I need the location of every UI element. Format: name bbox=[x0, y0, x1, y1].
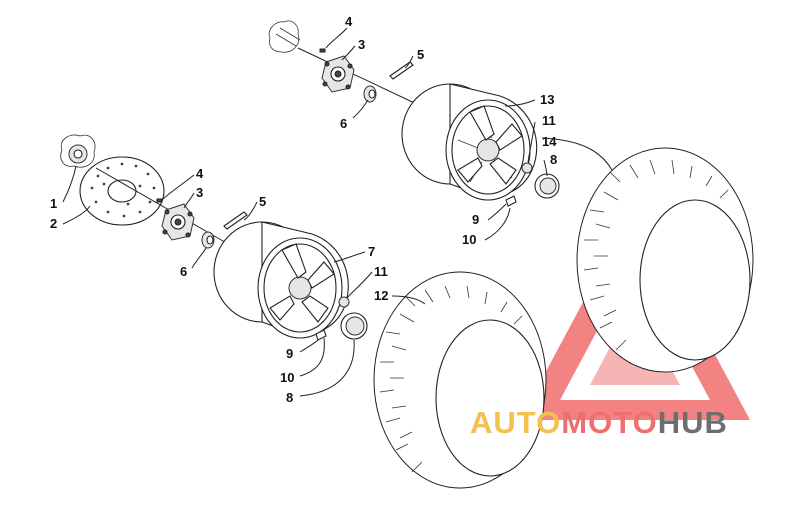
callout-1: 1 bbox=[50, 196, 57, 211]
front-axle-nut bbox=[201, 231, 215, 249]
front-lug-nut bbox=[338, 296, 350, 308]
rear-hub bbox=[321, 55, 355, 93]
callout-2: 2 bbox=[50, 216, 57, 231]
rear-cotter-pin bbox=[389, 61, 414, 80]
front-cotter-pin bbox=[223, 211, 248, 230]
rear-center-cap bbox=[534, 173, 560, 199]
watermark-text: AUTOMOTOHUB bbox=[470, 405, 728, 441]
watermark-hub: HUB bbox=[657, 405, 728, 440]
front-brake-bearing bbox=[60, 134, 96, 168]
front-brake-disc bbox=[79, 156, 165, 226]
callout-3: 3 bbox=[196, 185, 203, 200]
callout-14: 14 bbox=[542, 134, 557, 149]
rear-tire bbox=[576, 147, 754, 373]
front-tire bbox=[373, 271, 547, 489]
callout-12: 12 bbox=[374, 288, 388, 303]
callout-7: 7 bbox=[368, 244, 375, 259]
callout-13: 13 bbox=[540, 92, 554, 107]
rear-axle-nut bbox=[363, 85, 377, 103]
callout-labels: 4 3 5 6 13 11 14 8 9 10 1 2 4 3 5 6 7 11… bbox=[50, 14, 557, 405]
front-wheel-rim bbox=[213, 221, 349, 339]
callout-4: 4 bbox=[196, 166, 204, 181]
callout-10: 10 bbox=[462, 232, 476, 247]
callout-6: 6 bbox=[180, 264, 187, 279]
callout-4: 4 bbox=[345, 14, 353, 29]
callout-10: 10 bbox=[280, 370, 294, 385]
rear-wheel-rim bbox=[401, 83, 538, 201]
rear-hub-stud bbox=[319, 48, 326, 53]
watermark-moto: MOTO bbox=[561, 405, 658, 440]
callout-5: 5 bbox=[259, 194, 266, 209]
callout-8: 8 bbox=[550, 152, 557, 167]
callout-3: 3 bbox=[358, 37, 365, 52]
callout-11: 11 bbox=[542, 113, 556, 128]
callout-6: 6 bbox=[340, 116, 347, 131]
front-valve-stem bbox=[315, 329, 327, 341]
callout-9: 9 bbox=[286, 346, 293, 361]
rear-lug-nut bbox=[521, 162, 533, 174]
callout-8: 8 bbox=[286, 390, 293, 405]
front-center-cap bbox=[340, 312, 368, 340]
rear-valve-stem bbox=[505, 195, 517, 207]
front-hub-stud bbox=[156, 198, 163, 203]
callout-5: 5 bbox=[417, 47, 424, 62]
front-hub bbox=[161, 203, 195, 241]
leader-lines bbox=[62, 27, 613, 397]
watermark-auto: AUTO bbox=[470, 405, 562, 440]
automotohub-watermark: AUTOMOTOHUB bbox=[470, 405, 795, 455]
callout-11: 11 bbox=[374, 264, 388, 279]
callout-9: 9 bbox=[472, 212, 479, 227]
